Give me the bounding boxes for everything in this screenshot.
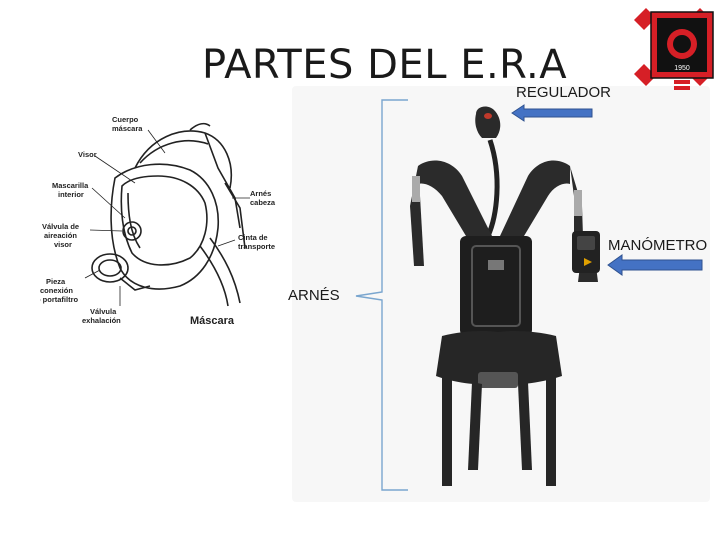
label-conn-1: Pieza xyxy=(46,277,66,286)
label-visor: Visor xyxy=(78,150,97,159)
pressure-gauge-icon xyxy=(572,231,600,282)
label-body-2: máscara xyxy=(112,124,143,133)
label-body-1: Cuerpo xyxy=(112,115,139,124)
label-strap-1: Cinta de xyxy=(238,233,268,242)
label-exh-2: exhalación xyxy=(82,316,121,325)
label-strap-2: transporte xyxy=(238,242,275,251)
label-head-2: cabeza xyxy=(250,198,276,207)
label-inner-2: interior xyxy=(58,190,84,199)
buckle-left xyxy=(412,176,420,202)
harness-bracket xyxy=(355,99,408,491)
arrow-gauge-icon xyxy=(607,254,703,276)
label-valve-2: aireación xyxy=(44,231,77,240)
regulator-icon xyxy=(475,106,501,238)
label-head-1: Arnés xyxy=(250,189,271,198)
arrow-regulator-icon xyxy=(511,104,593,122)
label-harness: ARNÉS xyxy=(288,287,340,304)
scba-drawing xyxy=(410,106,600,486)
slide-title: PARTES DEL E.R.A xyxy=(202,42,568,88)
waist-belt xyxy=(436,331,562,486)
label-inner-1: Mascarilla xyxy=(52,181,89,190)
label-conn-3: o portafiltro xyxy=(40,295,78,304)
label-valve-1: Válvula de xyxy=(42,222,79,231)
mask-diagram: Cuerpo máscara Visor Mascarilla interior… xyxy=(40,115,276,327)
scba-photo xyxy=(292,86,710,502)
label-regulator: REGULADOR xyxy=(516,84,612,101)
mask-caption: Máscara xyxy=(190,315,235,327)
fire-department-badge-icon: 1950 xyxy=(634,8,714,90)
back-plate xyxy=(460,236,532,336)
label-valve-3: visor xyxy=(54,240,72,249)
mask-drawing xyxy=(84,122,250,307)
badge-year: 1950 xyxy=(674,65,690,72)
buckle-right xyxy=(574,190,582,216)
label-conn-2: conexión xyxy=(40,286,73,295)
label-exh-1: Válvula xyxy=(90,307,117,316)
label-gauge: MANÓMETRO xyxy=(608,237,708,254)
